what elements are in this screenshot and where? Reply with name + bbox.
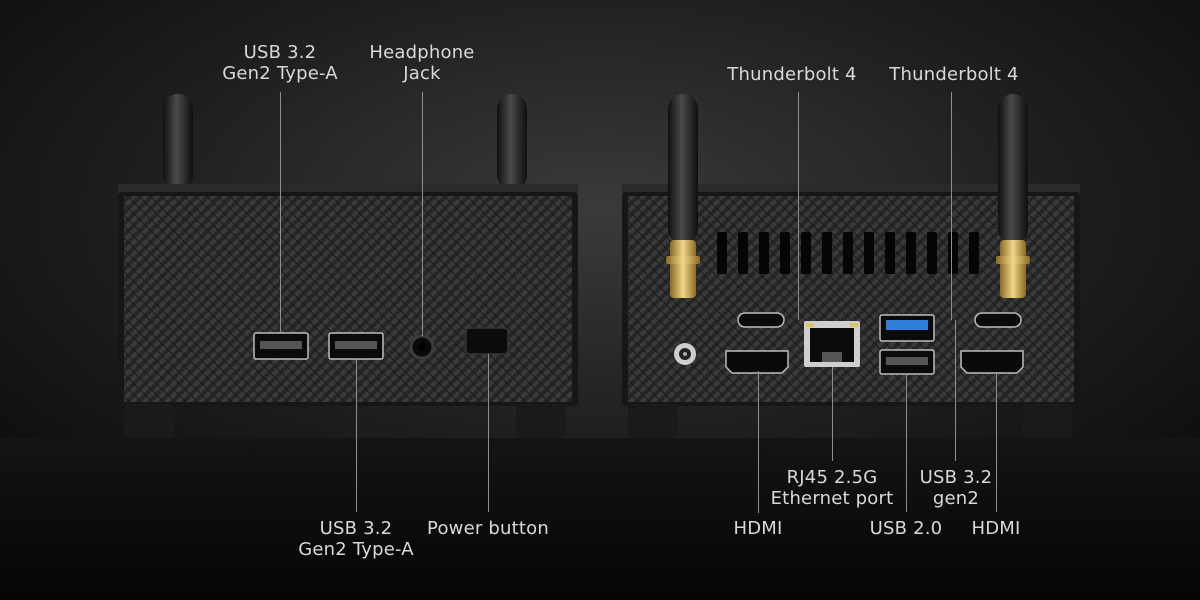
callout-line [906, 374, 907, 512]
antenna-left-gold [666, 94, 700, 298]
callout-line [798, 92, 799, 320]
power-button [465, 327, 509, 355]
callout-line [422, 92, 423, 336]
label-line: USB 3.2 [919, 467, 993, 488]
callout-line [832, 367, 833, 461]
label-line: Ethernet port [770, 488, 894, 509]
usb-a-port-1 [253, 332, 309, 360]
thunderbolt-port-right [974, 312, 1022, 328]
callout-line [356, 360, 357, 512]
callout-line [488, 354, 489, 512]
label-headphone-jack: Headphone Jack [362, 42, 482, 84]
label-line: Jack [403, 63, 441, 84]
label-line: Headphone [369, 42, 475, 63]
usb-3-2-port [879, 314, 935, 342]
thunderbolt-port-left [737, 312, 785, 328]
label-thunderbolt-right: Thunderbolt 4 [889, 64, 1019, 85]
label-usb-top: USB 3.2 Gen2 Type-A [222, 42, 338, 84]
headphone-jack [409, 334, 435, 360]
label-hdmi-right: HDMI [971, 518, 1021, 539]
callout-line [955, 320, 956, 461]
antenna-left [163, 94, 193, 190]
label-line: Gen2 Type-A [298, 539, 414, 560]
label-line: gen2 [932, 488, 980, 509]
left-device [118, 94, 578, 438]
label-hdmi-left: HDMI [733, 518, 783, 539]
callout-line [280, 92, 281, 332]
label-line: USB 3.2 [319, 518, 393, 539]
label-usb-bottom: USB 3.2 Gen2 Type-A [292, 518, 420, 560]
callout-line [996, 372, 997, 512]
right-device [622, 94, 1080, 438]
label-line: USB 3.2 [243, 42, 317, 63]
label-power-button: Power button [427, 518, 549, 539]
rj45-port [804, 321, 860, 367]
label-line: RJ45 2.5G [786, 467, 878, 488]
label-line: Gen2 Type-A [222, 63, 338, 84]
usb-2-0-port [879, 349, 935, 375]
vent-grille [717, 232, 979, 274]
hdmi-port-left [725, 350, 789, 374]
antenna-right-gold [996, 94, 1030, 298]
label-usb20: USB 2.0 [869, 518, 943, 539]
label-usb32: USB 3.2 gen2 [914, 467, 998, 509]
label-thunderbolt-left: Thunderbolt 4 [727, 64, 857, 85]
dc-power-jack [674, 343, 696, 365]
antenna-right [497, 94, 527, 190]
callout-line [951, 92, 952, 320]
hdmi-port-right [960, 350, 1024, 374]
callout-line [758, 371, 759, 513]
floor [0, 438, 1200, 600]
usb-a-port-2 [328, 332, 384, 360]
label-rj45: RJ45 2.5G Ethernet port [764, 467, 900, 509]
